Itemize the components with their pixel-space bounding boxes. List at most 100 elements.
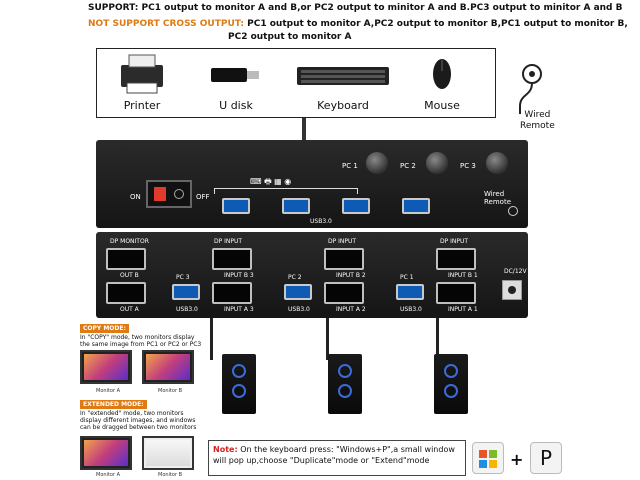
front-remote-line-1: Wired bbox=[484, 190, 505, 198]
front-remote-line-2: Remote bbox=[484, 198, 512, 206]
fan-icon bbox=[232, 384, 246, 398]
note-box: Note: On the keyboard press: "Windows+P"… bbox=[208, 440, 466, 476]
keyboard-label: Keyboard bbox=[317, 99, 369, 112]
extended-monitor-a bbox=[80, 436, 132, 470]
dc-jack[interactable] bbox=[502, 280, 522, 300]
input-a3-label: INPUT A 3 bbox=[224, 306, 254, 313]
wired-remote-icon bbox=[519, 64, 542, 114]
pc3-label: PC 3 bbox=[460, 162, 476, 170]
copy-monitor-b-label: Monitor B bbox=[158, 388, 183, 394]
peripherals-box: Printer U disk Keyboard Mouse bbox=[96, 48, 496, 118]
pc2-back-label: PC 2 bbox=[288, 274, 302, 281]
usb-pc1-port[interactable] bbox=[396, 284, 424, 300]
power-switch-on-side bbox=[154, 187, 166, 201]
not-support-text-1: PC1 output to monitor A,PC2 output to mo… bbox=[247, 19, 628, 29]
input-b3-label: INPUT B 3 bbox=[224, 272, 254, 279]
mouse-item: Mouse bbox=[407, 51, 477, 117]
usb-drive-icon bbox=[211, 68, 259, 82]
mouse-symbol-icon: ⌨ 🖶 ▦ ◉ bbox=[250, 177, 292, 186]
front-usb-port-3[interactable] bbox=[342, 198, 370, 214]
extended-monitor-b bbox=[142, 436, 194, 470]
usb-pc3-label: USB3.0 bbox=[176, 306, 198, 313]
remote-jack-icon[interactable] bbox=[508, 206, 518, 216]
pc3-button[interactable] bbox=[486, 152, 508, 174]
copy-mode-tag: COPY MODE: bbox=[80, 324, 129, 333]
dp-input-label-2: DP INPUT bbox=[328, 238, 357, 245]
out-a-port[interactable] bbox=[106, 282, 146, 304]
input-b2-port[interactable] bbox=[324, 248, 364, 270]
fan-icon bbox=[232, 364, 246, 378]
wired-remote-label: Wired Remote bbox=[520, 110, 555, 132]
fan-icon bbox=[444, 384, 458, 398]
usb-pc3-port[interactable] bbox=[172, 284, 200, 300]
support-line: SUPPORT: PC1 output to monitor A and B,o… bbox=[88, 2, 636, 14]
extended-monitor-b-label: Monitor B bbox=[158, 472, 183, 478]
fan-icon bbox=[338, 364, 352, 378]
input-b2-label: INPUT B 2 bbox=[336, 272, 366, 279]
usb-pc2-label: USB3.0 bbox=[288, 306, 310, 313]
pc1-button[interactable] bbox=[366, 152, 388, 174]
cable-pc2 bbox=[326, 318, 329, 360]
pc2-tower bbox=[328, 354, 362, 414]
front-remote-label: Wired Remote bbox=[484, 190, 511, 206]
front-usb-port-2[interactable] bbox=[282, 198, 310, 214]
power-switch[interactable] bbox=[146, 180, 192, 208]
mouse-icon bbox=[433, 59, 451, 89]
cable-pc3 bbox=[210, 318, 213, 360]
out-b-port[interactable] bbox=[106, 248, 146, 270]
copy-monitor-b bbox=[142, 350, 194, 384]
front-usb-port-4[interactable] bbox=[402, 198, 430, 214]
dp-input-label-3: DP INPUT bbox=[214, 238, 243, 245]
input-a2-port[interactable] bbox=[324, 282, 364, 304]
udisk-item: U disk bbox=[201, 51, 271, 117]
note-text: On the keyboard press: "Windows+P",a sma… bbox=[213, 445, 455, 465]
pc2-label: PC 2 bbox=[400, 162, 416, 170]
out-b-label: OUT B bbox=[120, 272, 139, 279]
usb-bracket bbox=[214, 188, 358, 194]
plus-sign: + bbox=[510, 450, 524, 469]
wired-remote-line-2: Remote bbox=[520, 121, 555, 131]
power-off-circle-icon bbox=[174, 189, 184, 199]
kvm-switch-back: DP MONITOR OUT B OUT A DP INPUT INPUT B … bbox=[96, 232, 528, 318]
usb-pc2-port[interactable] bbox=[284, 284, 312, 300]
copy-monitor-a-label: Monitor A bbox=[96, 388, 121, 394]
windows-key bbox=[472, 442, 504, 474]
pc1-back-label: PC 1 bbox=[400, 274, 414, 281]
udisk-label: U disk bbox=[219, 99, 253, 112]
printer-item: Printer bbox=[107, 51, 177, 117]
copy-mode-desc: In "COPY" mode, two monitors display the… bbox=[80, 334, 202, 348]
mouse-label: Mouse bbox=[424, 99, 460, 112]
input-a3-port[interactable] bbox=[212, 282, 252, 304]
input-b1-label: INPUT B 1 bbox=[448, 272, 478, 279]
front-usb-port-1[interactable] bbox=[222, 198, 250, 214]
kvm-switch-front: ON OFF ⌨ 🖶 ▦ ◉ USB3.0 PC 1 PC 2 PC 3 Wir… bbox=[96, 140, 528, 228]
not-support-label: NOT SUPPORT CROSS OUTPUT: bbox=[88, 19, 245, 29]
front-usb-label: USB3.0 bbox=[310, 218, 332, 225]
pc1-label: PC 1 bbox=[342, 162, 358, 170]
p-key: P bbox=[530, 442, 562, 474]
wired-remote-line-1: Wired bbox=[524, 110, 551, 120]
usb-cable bbox=[302, 118, 306, 146]
keyboard-icon bbox=[297, 67, 389, 85]
input-a1-label: INPUT A 1 bbox=[448, 306, 478, 313]
extended-monitor-a-label: Monitor A bbox=[96, 472, 121, 478]
extended-mode-tag: EXTENDED MODE: bbox=[80, 400, 147, 409]
printer-label: Printer bbox=[123, 99, 161, 112]
not-support-line: NOT SUPPORT CROSS OUTPUT: PC1 output to … bbox=[88, 18, 628, 30]
pc2-button[interactable] bbox=[426, 152, 448, 174]
not-support-line-2: PC2 output to monitor A bbox=[228, 32, 352, 42]
fan-icon bbox=[338, 384, 352, 398]
usb-pc1-label: USB3.0 bbox=[400, 306, 422, 313]
input-b3-port[interactable] bbox=[212, 248, 252, 270]
input-a1-port[interactable] bbox=[436, 282, 476, 304]
fan-icon bbox=[444, 364, 458, 378]
input-b1-port[interactable] bbox=[436, 248, 476, 270]
off-label: OFF bbox=[196, 193, 210, 201]
out-a-label: OUT A bbox=[120, 306, 139, 313]
copy-monitor-a bbox=[80, 350, 132, 384]
dp-input-label-1: DP INPUT bbox=[440, 238, 469, 245]
keyboard-item: Keyboard bbox=[293, 51, 393, 117]
support-text: PC1 output to monitor A and B,or PC2 out… bbox=[141, 3, 623, 13]
cable-pc1 bbox=[436, 318, 439, 360]
extended-mode-desc: In "extended" mode, two monitors display… bbox=[80, 410, 197, 431]
